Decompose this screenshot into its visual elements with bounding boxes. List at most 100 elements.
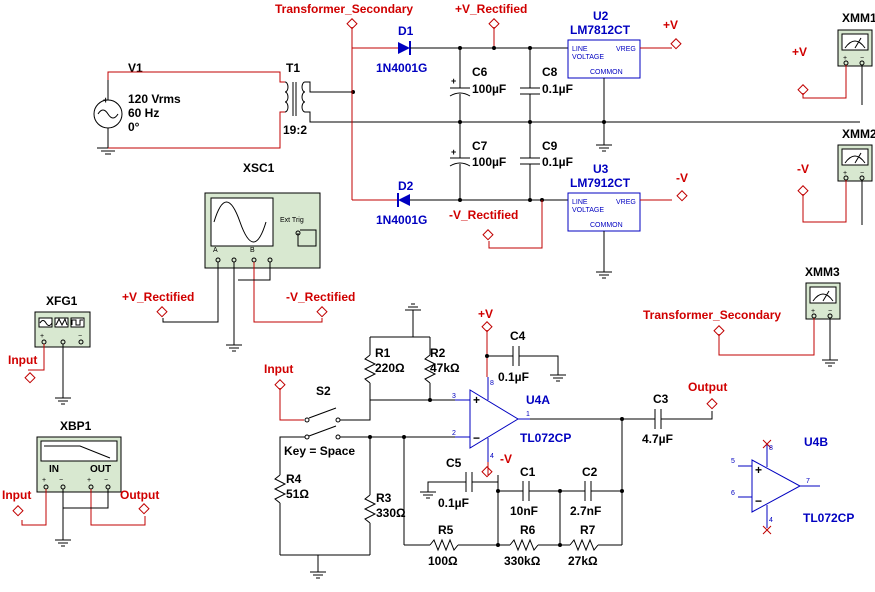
u4a-opamp[interactable]: + − (455, 377, 530, 462)
net-opamp-pos-v: +V (478, 307, 493, 321)
c3-capacitor[interactable] (654, 409, 662, 429)
d2-diode[interactable] (397, 193, 410, 207)
net-connector[interactable] (481, 466, 493, 478)
c9-name: C9 (542, 139, 558, 153)
xsc1-name: XSC1 (243, 161, 275, 175)
c5-capacitor[interactable] (465, 472, 473, 492)
xmm3-multimeter[interactable]: + − (805, 282, 841, 320)
r1-name: R1 (375, 346, 391, 360)
u3-part: LM7912CT (570, 176, 631, 190)
svg-text:COMMON: COMMON (590, 222, 623, 229)
xmm2-multimeter[interactable]: + − (837, 144, 873, 182)
net-filter-output: Output (688, 380, 727, 394)
c6-name: C6 (472, 65, 488, 79)
svg-text:VREG: VREG (616, 46, 636, 53)
r4-resistor[interactable] (273, 474, 287, 555)
r1-resistor[interactable] (363, 337, 377, 400)
xbp1-name: XBP1 (60, 419, 92, 433)
r7-name: R7 (580, 523, 596, 537)
net-xmm1-pos: +V (792, 45, 807, 59)
c6-value: 100µF (472, 82, 506, 96)
c5-value: 0.1µF (438, 496, 469, 510)
c2-name: C2 (582, 465, 598, 479)
net-connector[interactable] (156, 306, 168, 318)
c3-value: 4.7µF (642, 432, 673, 446)
svg-text:LINE: LINE (572, 199, 588, 206)
r6-resistor[interactable] (509, 538, 539, 552)
c8-capacitor[interactable] (520, 48, 540, 122)
v1-rms: 120 Vrms (128, 92, 181, 106)
svg-text:−: − (828, 308, 832, 315)
net-connector[interactable] (482, 229, 494, 241)
c9-value: 0.1µF (542, 155, 573, 169)
xmm3-name: XMM3 (805, 265, 840, 279)
net-filter-input: Input (264, 362, 293, 376)
r7-resistor[interactable] (569, 538, 599, 552)
xmm2-name: XMM2 (842, 127, 875, 141)
net-connector[interactable] (138, 503, 150, 515)
t1-ratio: 19:2 (283, 123, 307, 137)
d1-part: 1N4001G (376, 61, 427, 75)
v1-source[interactable]: + (93, 80, 123, 155)
net-xmm2-neg: -V (797, 162, 809, 176)
xmm1-multimeter[interactable]: + − (837, 29, 873, 67)
c8-name: C8 (542, 65, 558, 79)
net-connector[interactable] (316, 306, 328, 318)
net-xfg1-input: Input (8, 353, 37, 367)
v1-name: V1 (128, 61, 143, 75)
d1-diode[interactable] (398, 41, 411, 55)
r5-resistor[interactable] (429, 538, 459, 552)
u3-regulator[interactable]: LINE VOLTAGE VREG COMMON (567, 192, 641, 232)
r3-name: R3 (376, 491, 392, 505)
c9-capacitor[interactable] (520, 122, 540, 200)
svg-text:+: + (451, 76, 456, 86)
u2-regulator[interactable]: LINE VOLTAGE VREG COMMON (567, 39, 641, 79)
net-connector[interactable] (346, 18, 358, 30)
net-connector[interactable] (12, 505, 24, 517)
r3-resistor[interactable] (363, 437, 377, 555)
net-connector[interactable] (713, 325, 725, 337)
svg-text:5: 5 (731, 458, 735, 465)
u4b-part: TL072CP (803, 511, 854, 525)
r6-name: R6 (520, 523, 536, 537)
v1-freq: 60 Hz (128, 106, 159, 120)
t1-name: T1 (286, 61, 300, 75)
net-connector[interactable] (488, 18, 500, 30)
svg-text:+: + (473, 393, 480, 407)
net-xmm3-transformer: Transformer_Secondary (643, 308, 781, 322)
svg-text:B: B (250, 247, 255, 254)
t1-transformer[interactable] (284, 81, 306, 116)
net-connector[interactable] (676, 190, 688, 202)
r2-resistor[interactable] (423, 337, 437, 400)
net-connector[interactable] (670, 38, 682, 50)
xmm1-name: XMM1 (842, 11, 875, 25)
r4-value: 51Ω (286, 487, 309, 501)
net-neg-v-out: -V (676, 171, 688, 185)
net-connector[interactable] (481, 321, 493, 333)
xfg1-name: XFG1 (46, 294, 78, 308)
c1-value: 10nF (510, 504, 538, 518)
svg-text:VOLTAGE: VOLTAGE (572, 54, 604, 61)
c4-capacitor[interactable] (512, 346, 520, 366)
net-xbp1-output: Output (120, 488, 159, 502)
r1-value: 220Ω (375, 361, 405, 375)
net-connector[interactable] (274, 379, 286, 391)
c6-capacitor[interactable]: + (449, 48, 471, 122)
c7-capacitor[interactable]: + (449, 122, 471, 200)
net-scope-a: +V_Rectified (122, 290, 194, 304)
net-connector[interactable] (797, 84, 809, 96)
xbp1-bode-plotter[interactable]: IN OUT + − + − (36, 436, 122, 493)
net-scope-b: -V_Rectified (286, 290, 355, 304)
u4b-opamp[interactable]: + − (738, 439, 820, 535)
net-connector[interactable] (24, 372, 36, 384)
svg-text:+: + (103, 95, 108, 105)
net-connector[interactable] (797, 185, 809, 197)
net-xbp1-input: Input (2, 488, 31, 502)
net-connector[interactable] (706, 398, 718, 410)
xfg1-function-generator[interactable]: + − (34, 311, 91, 348)
s2-switch[interactable] (304, 407, 341, 440)
c2-capacitor[interactable] (584, 481, 592, 501)
c1-capacitor[interactable] (522, 481, 530, 501)
